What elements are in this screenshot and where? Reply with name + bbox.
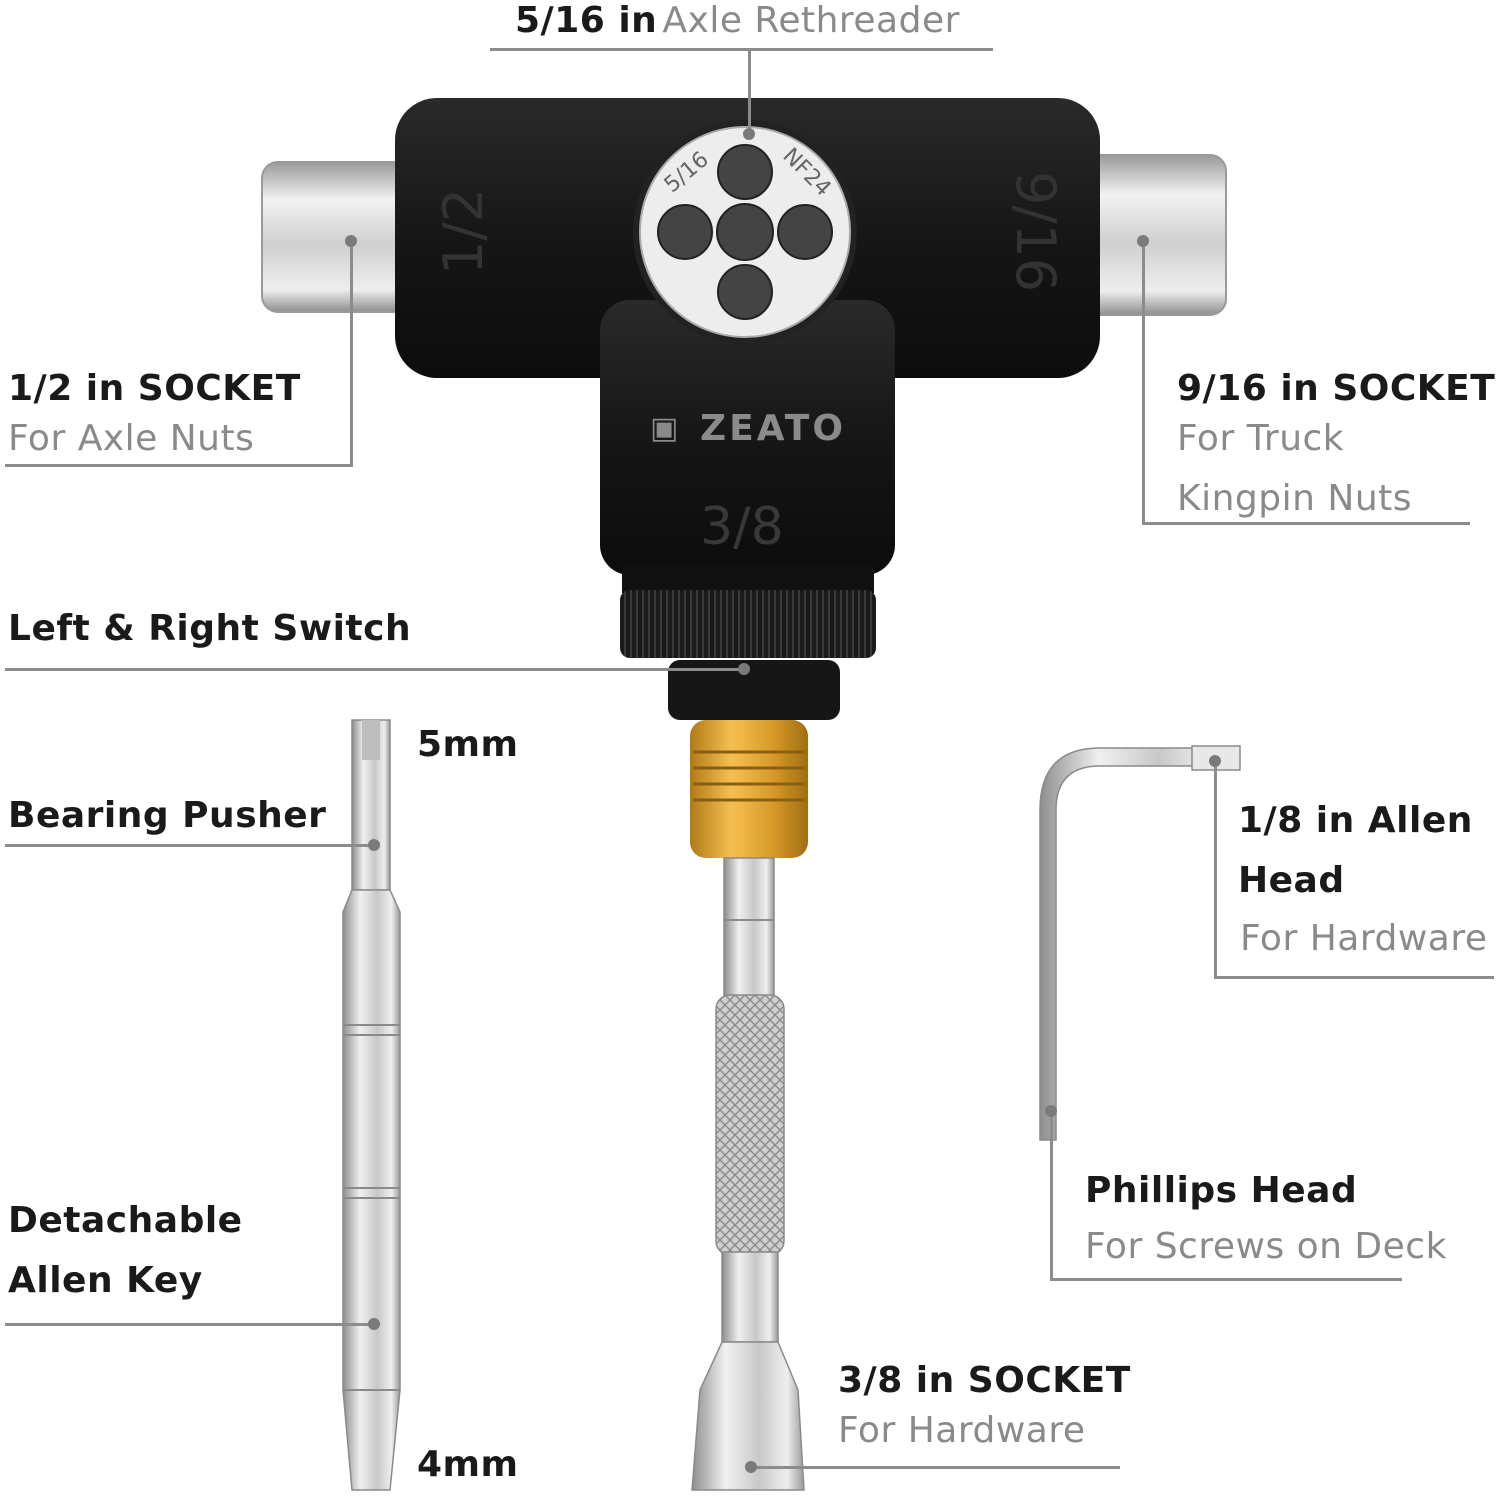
tool-stem [600,300,895,575]
callout-5mm: 5mm [417,724,519,765]
callout-3-8-socket-title: 3/8 in SOCKET [838,1360,1131,1401]
callout-phillips-use: For Screws on Deck [1085,1226,1447,1267]
callout-bearing-pusher: Bearing Pusher [8,795,327,836]
callout-3-8-socket-use: For Hardware [838,1410,1086,1451]
axle-rethreader-name: Axle Rethreader [662,0,960,41]
left-socket [261,161,413,313]
allen-key-rod [342,889,401,1491]
callout-switch-title: Left & Right Switch [8,608,412,649]
right-socket [1079,154,1227,316]
callout-allen-key-2: Allen Key [8,1260,203,1301]
callout-9-16-socket-title: 9/16 in SOCKET [1177,368,1496,409]
callout-4mm: 4mm [417,1444,519,1485]
brand-name: ZEATO [700,408,846,449]
marking-right-socket: 9/16 [1004,170,1068,293]
callout-9-16-socket-use-2: Kingpin Nuts [1177,478,1413,519]
callout-allen-head-2: Head [1238,860,1345,901]
switch-ring [620,590,876,658]
zeato-logo-icon: ▣ [650,411,679,446]
callout-allen-key-1: Detachable [8,1200,243,1241]
callout-9-16-socket-use-1: For Truck [1177,418,1345,459]
callout-half-socket-title: 1/2 in SOCKET [8,368,301,409]
hex-bit [723,857,775,999]
callout-allen-head-1: 1/8 in Allen [1238,800,1473,841]
gold-collar [690,720,808,858]
callout-axle-rethreader: 5/16 in Axle Rethreader [515,0,960,41]
knurled-handle [715,994,785,1256]
l-key [1039,747,1239,1141]
callout-phillips-title: Phillips Head [1085,1170,1358,1211]
bottom-socket [691,1341,805,1491]
callout-allen-head-use: For Hardware [1240,918,1488,959]
marking-bottom-socket: 3/8 [700,497,784,557]
marking-left-socket: 1/2 [431,188,495,275]
callout-half-socket-use: For Axle Nuts [8,418,255,459]
axle-rethreader-size: 5/16 in [515,0,658,41]
